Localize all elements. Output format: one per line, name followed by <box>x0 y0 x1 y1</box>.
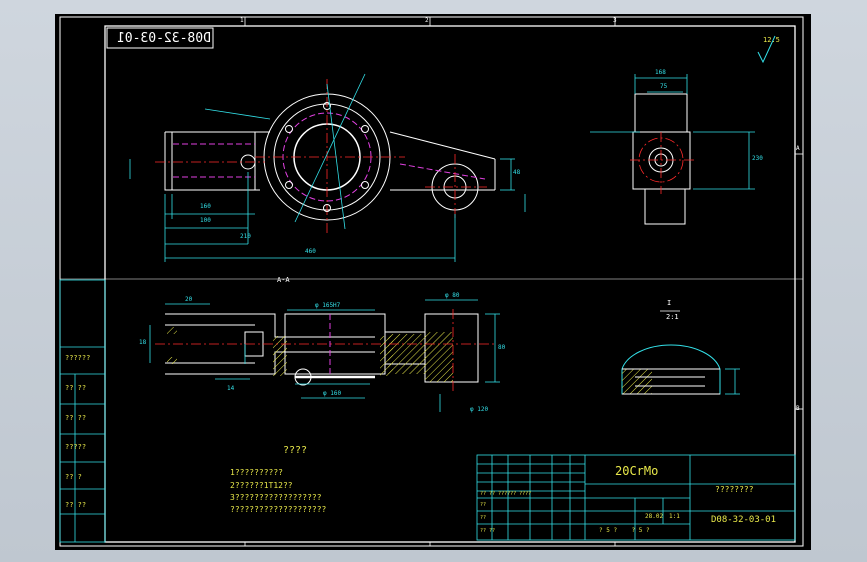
inner-frame <box>104 25 796 543</box>
dim-label: 168 <box>655 69 666 76</box>
detail-label: I <box>667 299 672 307</box>
tech-req-line: 1?????????? <box>230 468 283 477</box>
title-row: ?? <box>480 515 487 521</box>
dim-label: 80 <box>498 344 506 351</box>
scale-value: 1:1 <box>669 513 680 520</box>
title-row: ?? ?? <box>480 528 496 534</box>
dim-label: φ 160 <box>323 390 342 397</box>
left-column-label: ?? ?? <box>65 501 87 509</box>
left-column-label: ?????? <box>65 354 91 362</box>
dim-label: 100 <box>200 217 211 224</box>
zone-letter: 2 <box>425 17 429 24</box>
tech-req-line: ???????????????????? <box>230 505 327 514</box>
weight-value: 28.02 <box>645 513 664 520</box>
roughness-symbol <box>757 35 776 64</box>
tech-req-title: ???? <box>283 445 308 456</box>
dim-label: 160 <box>200 203 211 210</box>
roughness-value: 12.5 <box>763 36 780 44</box>
dim-label: φ 80 <box>445 292 460 299</box>
zone-letter: A <box>796 145 800 152</box>
detail-scale: 2:1 <box>666 313 679 321</box>
section-label: A-A <box>277 276 290 284</box>
code-box <box>106 27 214 49</box>
left-column-label: ?? ?? <box>65 414 87 422</box>
drawing-code: D08-32-03-01 <box>711 515 777 525</box>
title-row: ?? <box>480 502 487 508</box>
zone-letter: 3 <box>613 17 617 24</box>
left-column-label: ?? ? <box>65 473 82 481</box>
dim-label: 230 <box>752 155 763 162</box>
dim-label: 14 <box>227 385 235 392</box>
zone-letter: 1 <box>240 17 244 24</box>
tech-req-line: 2??????1T12?? <box>230 481 293 490</box>
zone-letter: B <box>796 405 800 412</box>
code-mirrored: D08-32-03-01 <box>117 31 211 46</box>
top-view <box>129 73 526 262</box>
material-label: 20CrMo <box>615 464 659 478</box>
dim-label: 48 <box>513 169 521 176</box>
dim-label: 210 <box>240 233 251 240</box>
drawing-canvas[interactable] <box>55 14 811 550</box>
dim-label: 75 <box>660 83 668 90</box>
detail-view <box>621 310 740 395</box>
dim-label: 18 <box>139 339 147 346</box>
tech-req-line: 3?????????????????? <box>230 493 322 502</box>
left-column-label: ?? ?? <box>65 384 87 392</box>
title-row: ?? ?? ?????? ???? <box>480 491 532 497</box>
outer-frame <box>59 16 804 547</box>
cad-viewport[interactable]: D08-32-03-01 12.5 A-A I 2:1 160 100 210 … <box>55 14 811 550</box>
dim-label: φ 165H7 <box>315 302 341 309</box>
left-column-label: ????? <box>65 443 87 451</box>
section-view <box>149 299 500 412</box>
title-block <box>476 454 796 541</box>
dim-label: φ 120 <box>470 406 489 413</box>
sheet-info: ? 5 ? ? 5 ? <box>599 527 650 534</box>
dim-label: 460 <box>305 248 316 255</box>
dim-label: 20 <box>185 296 193 303</box>
part-name: ???????? <box>715 485 754 494</box>
left-column <box>59 279 106 543</box>
side-view <box>590 74 755 225</box>
